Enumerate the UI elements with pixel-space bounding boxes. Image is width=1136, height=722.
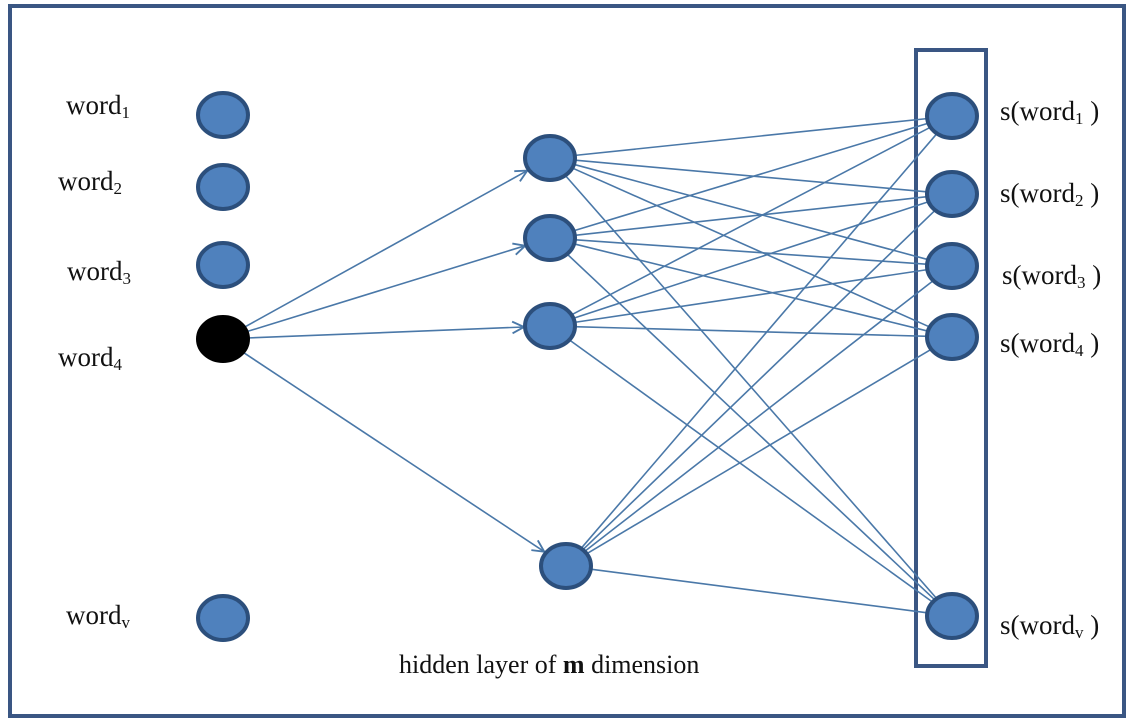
output-node-2 (925, 170, 979, 218)
edge-hidden-2-to-output-1 (572, 122, 930, 232)
input-label-4: word4 (58, 342, 122, 374)
edge-hidden-2-to-output-3 (573, 238, 929, 266)
output-node-1 (925, 92, 979, 140)
edge-hidden-1-to-output-2 (573, 159, 929, 193)
input-node-v (196, 594, 250, 642)
edge-hidden-4-to-output-4 (586, 348, 932, 555)
edge-input-to-hidden-4 (242, 351, 544, 552)
edge-hidden-4-to-output-5 (589, 568, 929, 614)
hidden-layer-caption: hidden layer of m dimension (399, 650, 700, 679)
edges (242, 117, 938, 614)
nodes (196, 91, 979, 642)
hidden-node-2 (523, 214, 577, 262)
output-node-4 (925, 313, 979, 361)
input-label-v: wordv (66, 600, 130, 632)
edge-input-to-hidden-3 (246, 327, 524, 339)
edge-hidden-4-to-output-2 (582, 210, 936, 550)
edge-hidden-3-to-output-2 (572, 200, 930, 320)
output-label-v: s(wordv ) (1000, 610, 1100, 642)
edge-hidden-4-to-output-1 (580, 133, 938, 549)
edge-hidden-2-to-output-2 (573, 195, 929, 237)
edge-hidden-3-to-output-5 (569, 339, 933, 603)
input-node-1 (196, 91, 250, 139)
edge-hidden-2-to-output-4 (573, 242, 929, 333)
output-label-4: s(word4 ) (1000, 328, 1100, 360)
edge-hidden-2-to-output-5 (566, 253, 936, 601)
edge-hidden-1-to-output-4 (571, 167, 931, 328)
input-label-3: word3 (67, 256, 131, 288)
edge-hidden-3-to-output-1 (570, 126, 932, 316)
output-label-2: s(word2 ) (1000, 178, 1100, 210)
input-label-2: word2 (58, 166, 122, 198)
edge-input-to-hidden-2 (245, 246, 525, 333)
edge-hidden-3-to-output-4 (573, 325, 929, 338)
hidden-node-3 (523, 302, 577, 350)
edge-hidden-4-to-output-3 (584, 280, 934, 552)
edge-hidden-1-to-output-1 (573, 117, 929, 157)
edge-input-to-hidden-1 (243, 171, 527, 329)
input-node-4-active (196, 315, 250, 363)
edge-hidden-1-to-output-3 (572, 163, 930, 261)
output-label-3: s(word3 ) (1002, 260, 1102, 292)
input-label-1: word1 (66, 90, 130, 122)
edge-hidden-3-to-output-3 (573, 268, 929, 324)
outer-frame (8, 4, 1126, 718)
output-label-1: s(word1 ) (1000, 96, 1100, 128)
output-node-v (925, 592, 979, 640)
input-node-2 (196, 163, 250, 211)
hidden-node-1 (523, 134, 577, 182)
input-node-3 (196, 241, 250, 289)
output-node-3 (925, 242, 979, 290)
hidden-node-4 (539, 542, 593, 590)
